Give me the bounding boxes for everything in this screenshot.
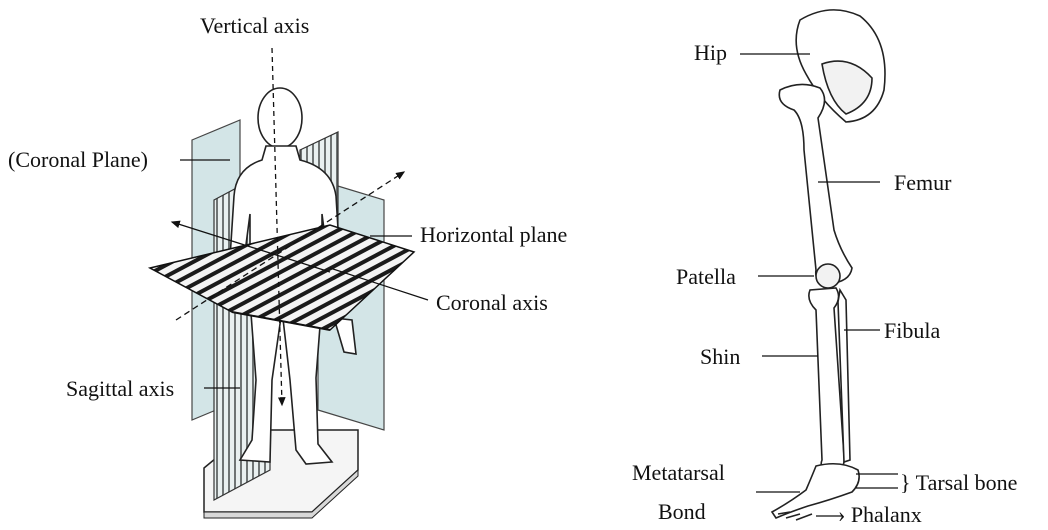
patella-label: Patella <box>676 265 736 289</box>
metatarsal-label: Metatarsal <box>632 461 725 485</box>
fibula-label: Fibula <box>884 319 940 343</box>
sagittal-axis-label: Sagittal axis <box>66 377 174 401</box>
phalanx-label: › Phalanx <box>838 503 922 527</box>
horizontal-plane-label: Horizontal plane <box>420 223 567 247</box>
patella-bone <box>816 264 840 288</box>
hip-label: Hip <box>694 41 727 65</box>
leg-skeleton-figure <box>740 10 898 520</box>
tarsal-bone-label: } Tarsal bone <box>900 471 1017 495</box>
coronal-axis-label: Coronal axis <box>436 291 548 315</box>
metatarsal-label-line2: Bond <box>658 500 706 524</box>
vertical-axis-label: Vertical axis <box>200 14 309 38</box>
coronal-plane-label: (Coronal Plane) <box>8 148 148 172</box>
body-planes-figure <box>150 48 428 518</box>
femur-label: Femur <box>894 171 951 195</box>
shin-label: Shin <box>700 345 740 369</box>
